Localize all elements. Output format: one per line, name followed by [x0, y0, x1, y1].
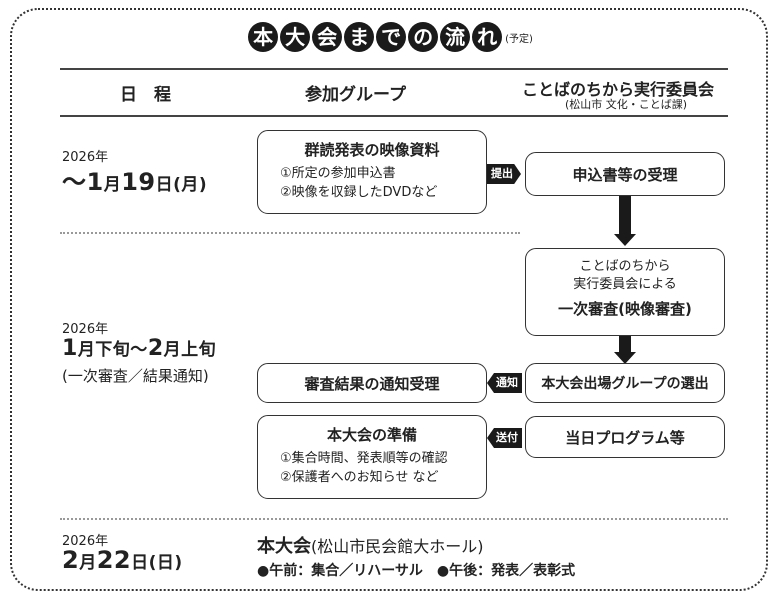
- group-submission-item: ②映像を収録したDVDなど: [280, 185, 438, 200]
- committee-receipt-box: 申込書等の受理: [525, 152, 725, 196]
- event-schedule: ●午前：集合／リハーサル ●午後：発表／表彰式: [257, 563, 576, 579]
- tag-send: 送付: [487, 428, 522, 448]
- title-char: れ: [472, 22, 503, 52]
- program-box: 当日プログラム等: [525, 416, 725, 458]
- first-review-line1: ことばのちから: [579, 259, 671, 274]
- header-top-rule: [60, 68, 728, 70]
- group-submission-title: 群読発表の映像資料: [304, 141, 440, 159]
- row2-date: 1月下旬〜2月上旬: [62, 336, 217, 361]
- first-review-box: ことばのちから 実行委員会による 一次審査(映像審査): [525, 248, 725, 336]
- group-selection-box: 本大会出場グループの選出: [525, 363, 725, 403]
- flow-arrowhead-1: [614, 234, 636, 246]
- group-submission-box: 群読発表の映像資料 ①所定の参加申込書 ②映像を収録したDVDなど: [257, 130, 487, 214]
- title-char: ま: [344, 22, 375, 52]
- event-title: 本大会(松山市民会館大ホール): [257, 536, 484, 557]
- result-receipt-box: 審査結果の通知受理: [257, 363, 487, 403]
- event-prep-item: ①集合時間、発表順等の確認: [280, 451, 448, 466]
- row1-date: 〜1月19日(月): [62, 168, 208, 196]
- page-title: 本大会までの流れ(予定): [0, 22, 780, 62]
- flow-arrow-1: [619, 196, 631, 236]
- event-prep-title: 本大会の準備: [326, 426, 417, 444]
- event-venue: (松山市民会館大ホール): [311, 537, 484, 556]
- first-review-line3: 一次審査(映像審査): [558, 300, 692, 318]
- title-note: (予定): [505, 33, 533, 45]
- title-char: 本: [248, 22, 279, 52]
- row2-year: 2026年: [62, 322, 109, 337]
- flow-arrowhead-2: [614, 352, 636, 364]
- outer-frame: [10, 8, 768, 591]
- tag-submit: 提出: [487, 164, 521, 184]
- title-char: の: [408, 22, 439, 52]
- title-char: 大: [280, 22, 311, 52]
- row3-date: 2月22日(日): [62, 546, 183, 574]
- tag-notify: 通知: [487, 373, 522, 393]
- header-committee-sub: (松山市 文化・ことば課): [565, 98, 688, 111]
- row2-note: (一次審査／結果通知): [62, 367, 209, 385]
- title-char: 会: [312, 22, 343, 52]
- title-char: 流: [440, 22, 471, 52]
- flow-arrow-2: [619, 336, 631, 354]
- row-divider-2: [60, 518, 728, 520]
- group-submission-item: ①所定の参加申込書: [280, 166, 396, 181]
- row-divider-1: [60, 232, 520, 234]
- row3-year: 2026年: [62, 534, 109, 549]
- row1-year: 2026年: [62, 150, 109, 165]
- header-bottom-rule: [60, 115, 728, 117]
- event-prep-item: ②保護者へのお知らせ など: [280, 470, 439, 485]
- header-schedule: 日 程: [120, 85, 171, 105]
- header-group: 参加グループ: [305, 85, 406, 105]
- first-review-line2: 実行委員会による: [573, 277, 677, 292]
- header-committee: ことばのちから実行委員会: [522, 80, 715, 99]
- event-prep-box: 本大会の準備 ①集合時間、発表順等の確認 ②保護者へのお知らせ など: [257, 415, 487, 499]
- title-char: で: [376, 22, 407, 52]
